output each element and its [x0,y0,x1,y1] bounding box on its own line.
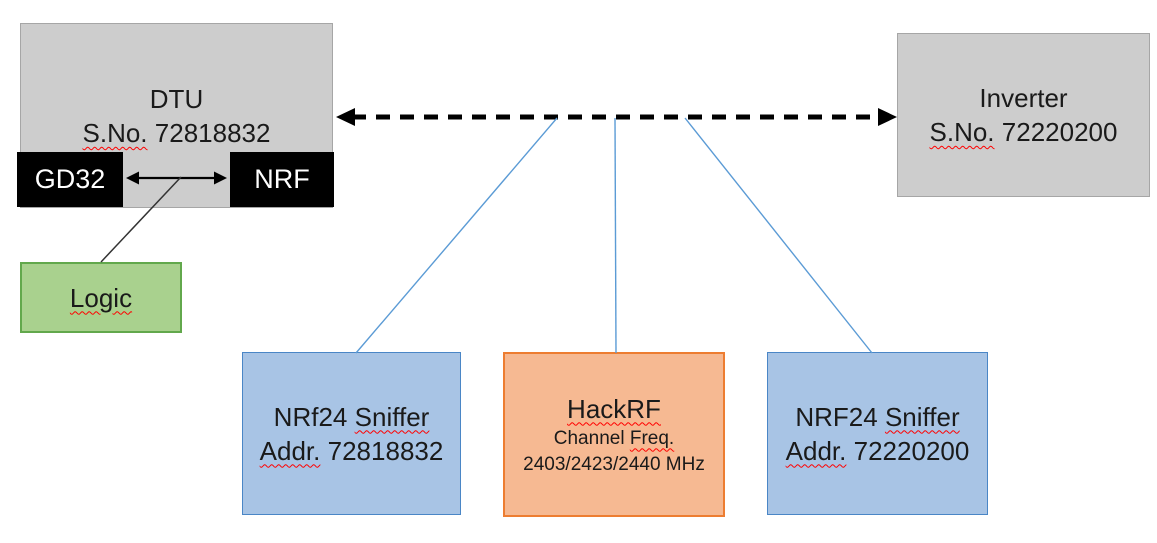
hackrf-frequencies: 2403/2423/2440 MHz [523,453,705,475]
inverter-serial-number: 72220200 [1001,117,1118,147]
dtu-serial: S.No.72818832 [83,116,271,150]
rf-link-arrowhead-left [336,108,355,126]
sniffer-inverter-type: Sniffer [884,401,960,432]
sniffer-inverter-addr-value: 72220200 [853,435,970,466]
sniffer-dtu-addr-label: Addr. [259,435,321,466]
dtu-serial-label: S.No. [82,118,148,148]
inverter-box: Inverter S.No.72220200 [897,33,1150,197]
tap-line-sniffer-inverter [684,117,873,354]
sniffer-dtu-addr: Addr.72818832 [260,434,444,468]
sniffer-inverter-name: NRF24 [795,401,878,432]
sniffer-dtu-name: NRf24 [273,401,348,432]
hackrf-freq-word: Freq. [629,427,675,449]
gd32-label: GD32 [34,164,106,194]
inverter-serial-label: S.No. [929,117,995,147]
tap-line-sniffer-dtu [355,117,558,354]
tap-line-hackrf [614,117,617,354]
sniffer-dtu-type: Sniffer [354,401,430,432]
inverter-serial: S.No.72220200 [930,115,1118,149]
logic-label: Logic [69,282,133,313]
inverter-title: Inverter [979,83,1068,113]
hackrf-channel-word: Channel [553,427,625,449]
nrf-label: NRF [254,164,310,194]
rf-link-arrowhead-right [878,108,897,126]
logic-box: Logic [20,262,182,333]
dtu-title: DTU [149,84,204,114]
sniffer-inverter-addr: Addr.72220200 [786,434,970,468]
dtu-serial-number: 72818832 [154,118,271,148]
gd32-chip: GD32 [17,152,123,207]
sniffer-dtu-addr-value: 72818832 [327,435,444,466]
hackrf-title: HackRF [567,393,661,424]
sniffer-inverter-addr-label: Addr. [785,435,847,466]
nrf-chip: NRF [230,152,334,207]
